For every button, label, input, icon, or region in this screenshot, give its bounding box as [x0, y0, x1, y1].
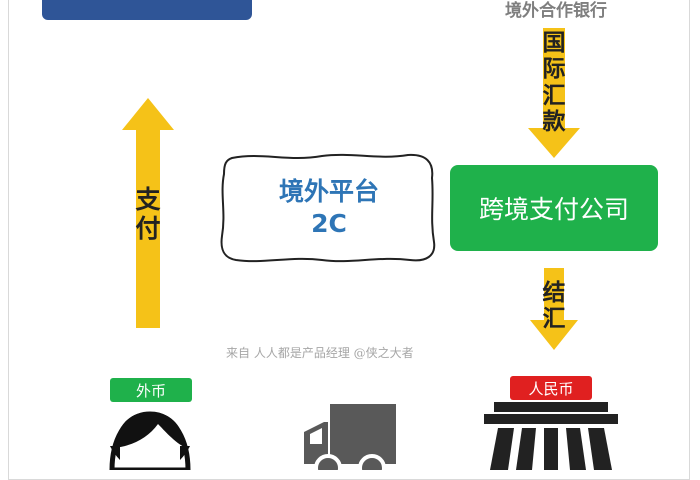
- remittance-arrow: [528, 28, 580, 158]
- remittance-label-char-3: 汇: [542, 82, 566, 109]
- platform-label: 境外平台 2C: [218, 176, 440, 240]
- platform-type: 2C: [311, 209, 347, 238]
- top-entity-box: [42, 0, 252, 20]
- foreign-currency-badge: 外币: [110, 378, 192, 402]
- partner-bank-label: 境外合作银行: [505, 1, 607, 21]
- remittance-label: 国 际 汇 款: [538, 30, 570, 136]
- bank-icon: [484, 402, 618, 470]
- payment-label-char-2: 付: [135, 213, 161, 243]
- payment-label: 支 付: [130, 185, 166, 244]
- remittance-label-char-1: 国: [542, 30, 566, 56]
- platform-name: 境外平台: [278, 177, 379, 206]
- payment-company-label: 跨境支付公司: [478, 195, 629, 224]
- platform-cloud-shape: [220, 153, 436, 263]
- settlement-arrow: [530, 268, 578, 350]
- truck-icon: [304, 404, 396, 470]
- source-watermark: 来自 人人都是产品经理 @侠之大者: [226, 346, 414, 360]
- rmb-badge: 人民币: [510, 376, 592, 400]
- payment-arrow: [122, 98, 174, 328]
- payment-company-box: 跨境支付公司: [450, 165, 658, 251]
- settlement-label-char-2: 汇: [542, 306, 566, 333]
- person-icon: [109, 411, 191, 470]
- remittance-label-char-4: 款: [542, 109, 566, 136]
- rmb-label: 人民币: [528, 379, 574, 398]
- settlement-label: 结 汇: [538, 280, 570, 333]
- settlement-label-char-1: 结: [542, 280, 566, 306]
- payment-label-char-1: 支: [135, 185, 161, 214]
- foreign-currency-label: 外币: [135, 381, 166, 400]
- remittance-label-char-2: 际: [542, 56, 566, 83]
